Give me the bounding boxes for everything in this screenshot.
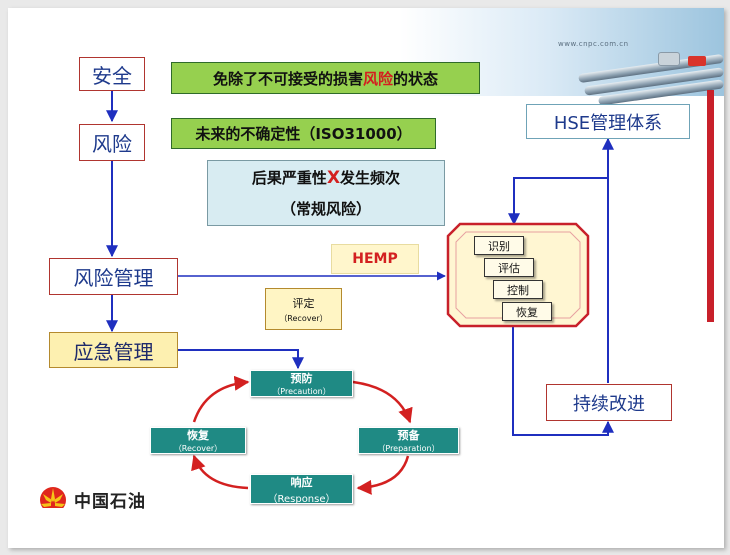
- safety-definition: 免除了不可接受的损害风险的状态: [171, 62, 480, 94]
- risk-box: 风险: [79, 124, 145, 161]
- petrochina-logo: 中国石油: [36, 480, 176, 516]
- cycle-response-sub: （Response）: [267, 493, 336, 505]
- cycle-response: 响应 （Response）: [250, 474, 353, 505]
- emergency-management-box: 应急管理: [49, 332, 178, 368]
- evaluate-label: 评定: [292, 296, 315, 310]
- cycle-response-label: 响应: [290, 475, 313, 489]
- risk-formula-part1: 后果严重性: [251, 169, 327, 187]
- cycle-prevention-sub: （Precaution）: [272, 387, 331, 396]
- pipeline-graphic: [578, 52, 724, 106]
- risk-formula-part2: 发生频次: [340, 169, 401, 187]
- risk-definition: 未来的不确定性（ISO31000）: [171, 118, 436, 149]
- cycle-preparation: 预备 （Preparation）: [358, 427, 459, 454]
- continuous-improvement-box: 持续改进: [546, 384, 672, 421]
- cycle-recovery: 恢复 （Recover）: [150, 427, 246, 454]
- hemp-step-assess: 评估: [484, 258, 534, 277]
- banner-url: www.cnpc.com.cn: [558, 40, 629, 48]
- accent-bar: [707, 90, 714, 322]
- risk-management-box: 风险管理: [49, 258, 178, 295]
- cycle-prevention-label: 预防: [290, 372, 313, 385]
- safety-def-highlight: 风险: [362, 69, 393, 88]
- cycle-prevention: 预防 （Precaution）: [250, 370, 353, 397]
- hemp-step-control: 控制: [493, 280, 543, 299]
- evaluate-sub: （Recover）: [279, 313, 328, 323]
- hemp-step-identify: 识别: [474, 236, 524, 255]
- safety-def-part2: 的状态: [393, 69, 439, 88]
- hemp-step-recover: 恢复: [502, 302, 552, 321]
- hse-system-box: HSE管理体系: [526, 104, 690, 139]
- risk-formula-note: （常规风险）: [280, 200, 371, 218]
- hemp-label: HEMP: [331, 244, 419, 274]
- logo-text: 中国石油: [74, 492, 146, 512]
- slide: www.cnpc.com.cn: [8, 8, 724, 548]
- cycle-recovery-sub: （Recover）: [173, 444, 223, 453]
- safety-box: 安全: [79, 57, 145, 91]
- risk-formula-box: 后果严重性X发生频次 （常规风险）: [207, 160, 445, 226]
- cycle-recovery-label: 恢复: [187, 429, 209, 442]
- evaluate-box: 评定 （Recover）: [265, 288, 342, 330]
- safety-def-part1: 免除了不可接受的损害: [212, 69, 363, 88]
- risk-formula-x: X: [326, 168, 341, 188]
- risk-formula: 后果严重性X发生频次: [252, 167, 400, 188]
- cycle-preparation-label: 预备: [397, 429, 420, 442]
- cycle-preparation-sub: （Preparation）: [377, 444, 440, 453]
- petrochina-flower-icon: [40, 487, 66, 513]
